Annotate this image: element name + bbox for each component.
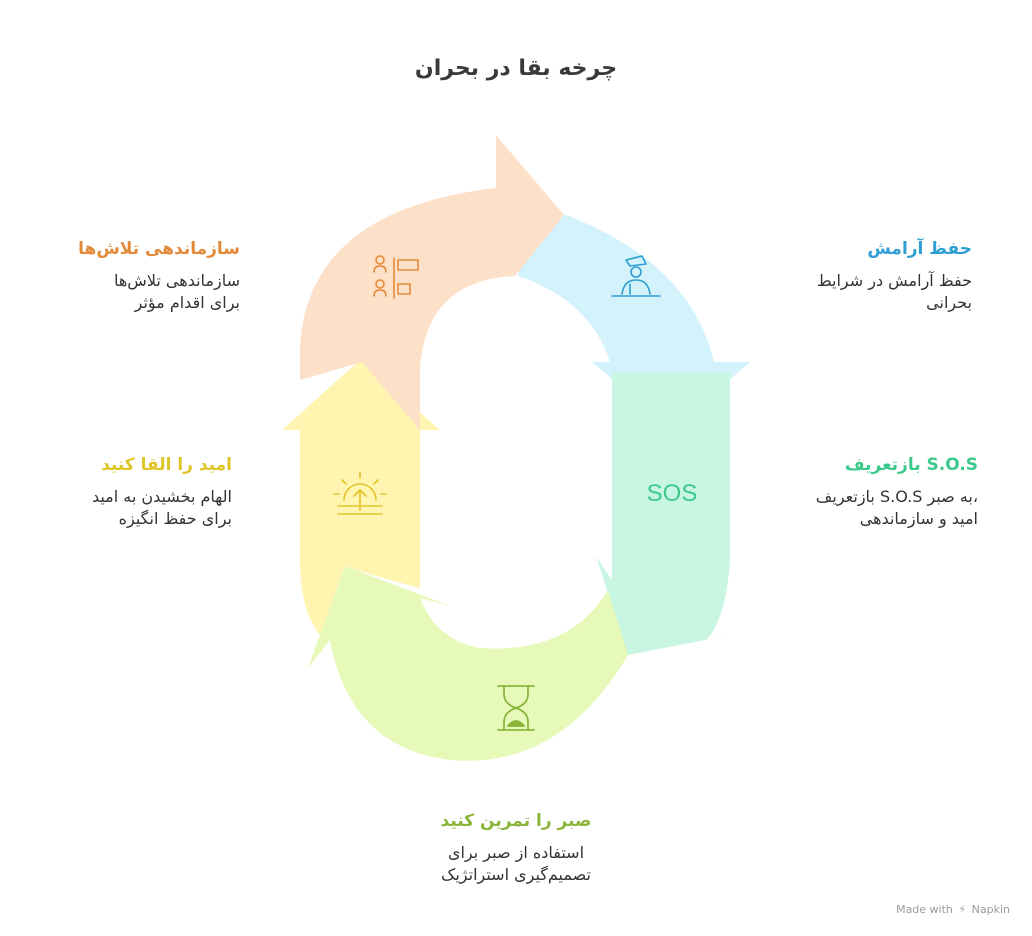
napkin-watermark[interactable]: Made with ⚡ Napkin: [896, 903, 1010, 916]
step-description-line: حفظ آرامش در شرایط: [816, 271, 972, 290]
step-description: استفاده از صبر برای تصمیم‌گیری استراتژیک: [386, 842, 646, 886]
step-description-line: الهام بخشیدن به امید: [91, 487, 232, 506]
step-description: الهام بخشیدن به امید برای حفظ انگیزه: [40, 486, 232, 530]
step-description-line: تصمیم‌گیری استراتژیک: [441, 865, 591, 884]
step-label-hope: امید را القا کنید الهام بخشیدن به امید ب…: [40, 454, 232, 530]
step-heading: حفظ آرامش: [867, 239, 972, 259]
arrow-segment-patience: [308, 566, 628, 761]
step-description: حفظ آرامش در شرایط بحرانی: [790, 270, 972, 314]
step-label-patience: صبر را تمرین کنید استفاده از صبر برای تص…: [386, 810, 646, 886]
step-description-line: برای حفظ انگیزه: [118, 509, 232, 528]
step-heading: سازماندهی تلاش‌ها: [78, 239, 240, 259]
step-description-line: استفاده از صبر برای: [447, 843, 585, 862]
step-heading: امید را القا کنید: [101, 455, 232, 475]
step-description-line: امید و سازماندهی: [859, 509, 978, 528]
watermark-made-with: Made with: [896, 903, 953, 916]
guard-icon: [611, 255, 661, 297]
diagram-title: چرخه بقا در بحران: [414, 56, 618, 81]
step-description-line: بحرانی: [926, 293, 972, 312]
step-label-sos: S.O.S بازتعریف ،به صبر S.O.S بازتعریف ام…: [790, 454, 978, 530]
sos-icon: SOS: [647, 480, 698, 507]
step-heading: S.O.S بازتعریف: [844, 455, 978, 475]
step-description: ،به صبر S.O.S بازتعریف امید و سازماندهی: [790, 486, 978, 530]
sunrise-icon: [333, 471, 387, 515]
step-heading: صبر را تمرین کنید: [440, 811, 592, 831]
step-label-organize: سازماندهی تلاش‌ها سازماندهی تلاش‌ها برای…: [40, 238, 240, 314]
hourglass-icon: [497, 685, 535, 731]
step-description-line: سازماندهی تلاش‌ها: [113, 271, 240, 290]
arrow-segment-hope: [282, 360, 440, 635]
arrow-segment-organize: [300, 135, 564, 430]
napkin-bolt-icon: ⚡: [958, 903, 967, 916]
step-description: سازماندهی تلاش‌ها برای اقدام مؤثر: [40, 270, 240, 314]
step-label-calm: حفظ آرامش حفظ آرامش در شرایط بحرانی: [790, 238, 972, 314]
step-description-line: ،به صبر S.O.S بازتعریف: [815, 487, 978, 506]
watermark-brand: Napkin: [971, 903, 1010, 916]
arrow-segment-sos: [596, 372, 736, 655]
team-organization-icon: [373, 255, 419, 299]
step-description-line: برای اقدام مؤثر: [134, 293, 240, 312]
